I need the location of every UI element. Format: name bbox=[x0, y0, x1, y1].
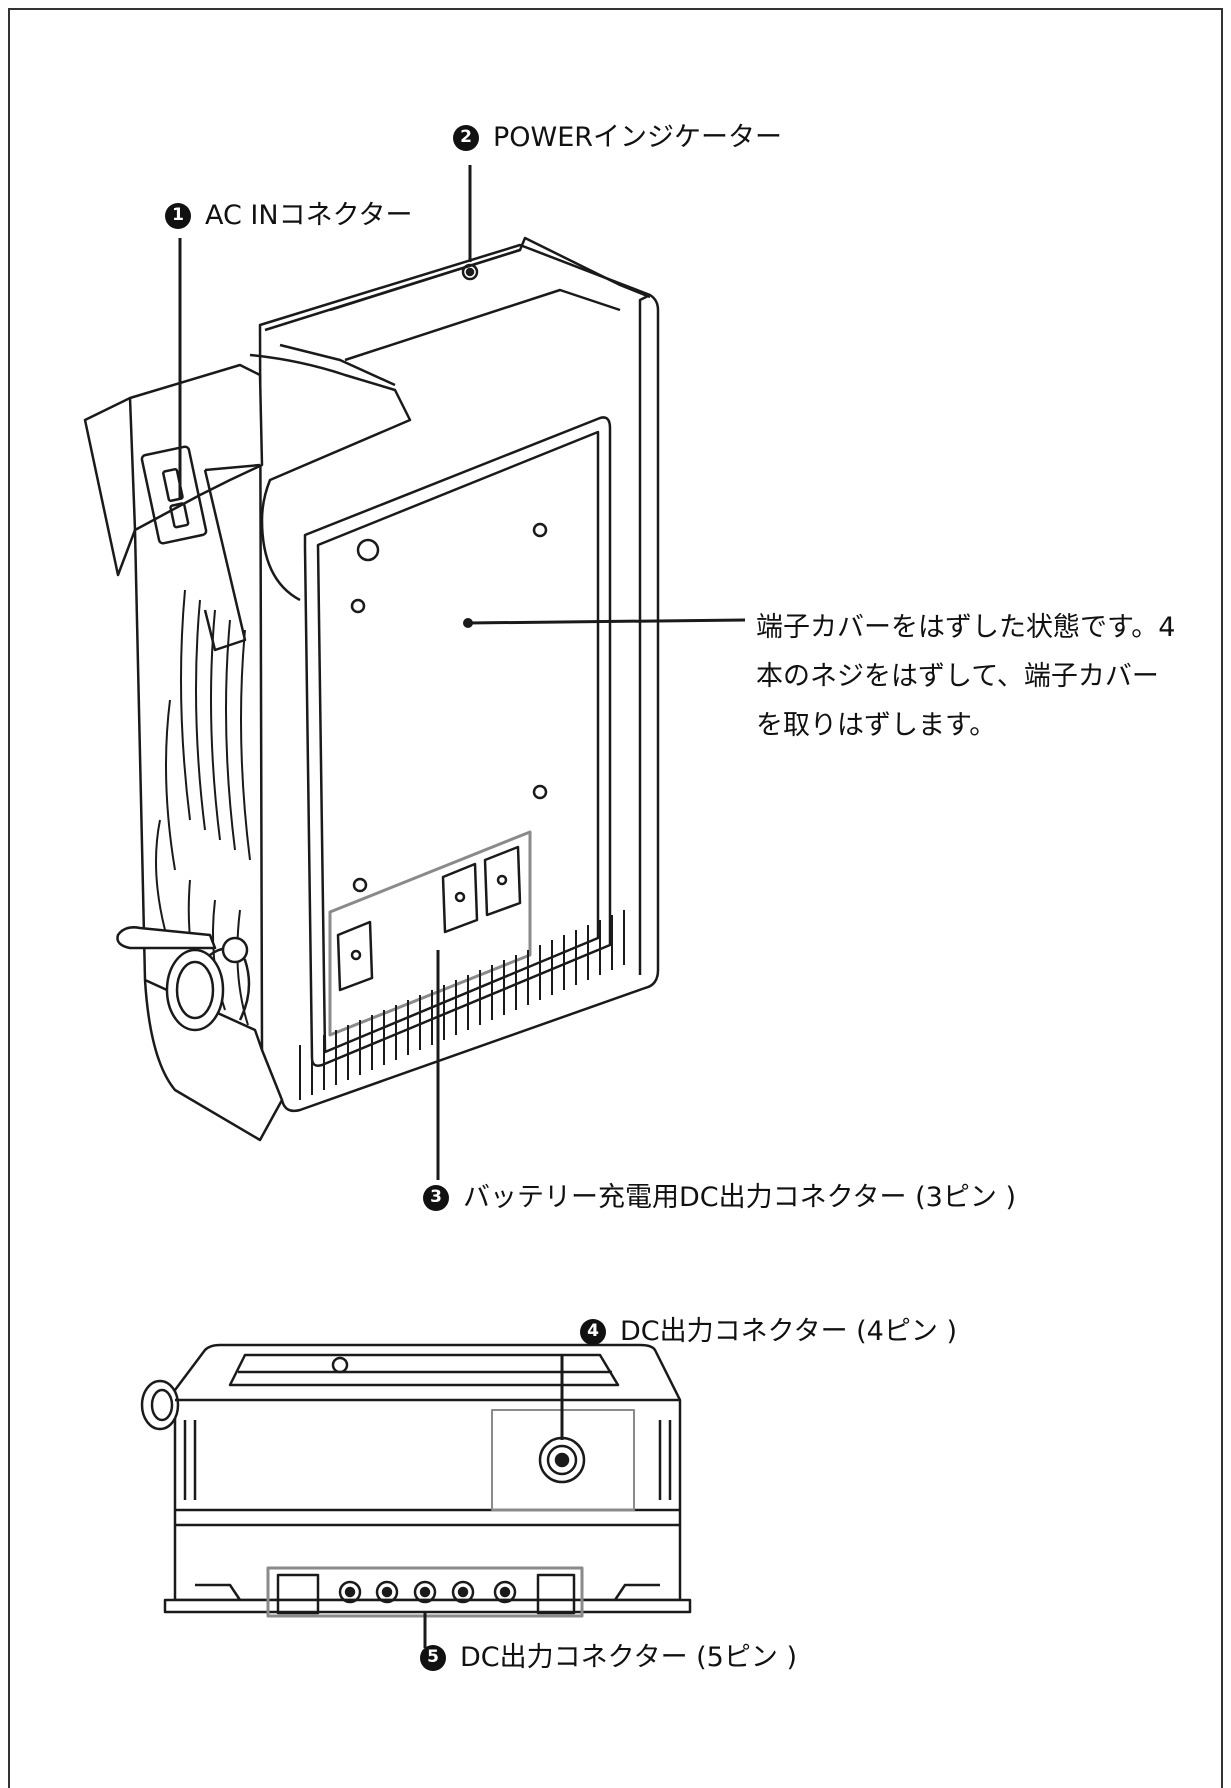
callout-number: 2 bbox=[453, 124, 479, 151]
callout-label: DC出力コネクター (4ピン ) bbox=[620, 1316, 957, 1347]
callout-power-indicator: 2 POWERインジケーター bbox=[453, 124, 782, 151]
note-line: を取りはずします。 bbox=[756, 710, 997, 741]
terminal-cover-note: 端子カバーをはずした状態です。4 本のネジをはずして、端子カバー を取りはずしま… bbox=[756, 603, 1186, 750]
screw-hole bbox=[532, 784, 548, 800]
power-indicator-lamp bbox=[461, 263, 479, 281]
vent-slots bbox=[299, 910, 625, 1100]
callout-number: 4 bbox=[580, 1318, 606, 1345]
callout-ac-in-connector: 1 AC INコネクター bbox=[165, 202, 413, 229]
callout-label: POWERインジケーター bbox=[493, 122, 783, 153]
leader-line-note bbox=[467, 618, 746, 625]
cooling-fins bbox=[155, 589, 251, 1026]
screw-hole bbox=[532, 522, 548, 538]
callout-dc-out-4pin: 4 DC出力コネクター (4ピン ) bbox=[580, 1318, 957, 1345]
note-line: 本のネジをはずして、端子カバー bbox=[756, 661, 1159, 692]
callout-number: 1 bbox=[165, 202, 191, 229]
screw-hole bbox=[350, 598, 366, 614]
figure-frame bbox=[8, 8, 1223, 1788]
screw-hole bbox=[352, 877, 368, 893]
callout-dc-out-3pin: 3 バッテリー充電用DC出力コネクター (3ピン ) bbox=[423, 1184, 1016, 1211]
callout-number: 3 bbox=[423, 1184, 449, 1211]
unit-front-view bbox=[83, 236, 660, 1142]
cable-strap bbox=[116, 926, 251, 1032]
callout-label: AC INコネクター bbox=[205, 200, 413, 231]
unit-side-view bbox=[140, 1343, 692, 1618]
callout-label: バッテリー充電用DC出力コネクター (3ピン ) bbox=[463, 1182, 1016, 1213]
screw-hole bbox=[356, 538, 380, 562]
callout-dc-out-5pin: 5 DC出力コネクター (5ピン ) bbox=[420, 1644, 797, 1671]
note-line: 端子カバーをはずした状態です。4 bbox=[756, 612, 1176, 643]
callout-number: 5 bbox=[420, 1644, 446, 1671]
leader-lines bbox=[178, 165, 746, 1648]
callout-label: DC出力コネクター (5ピン ) bbox=[460, 1642, 797, 1673]
dc-out-3pin-connectors bbox=[328, 830, 532, 1037]
